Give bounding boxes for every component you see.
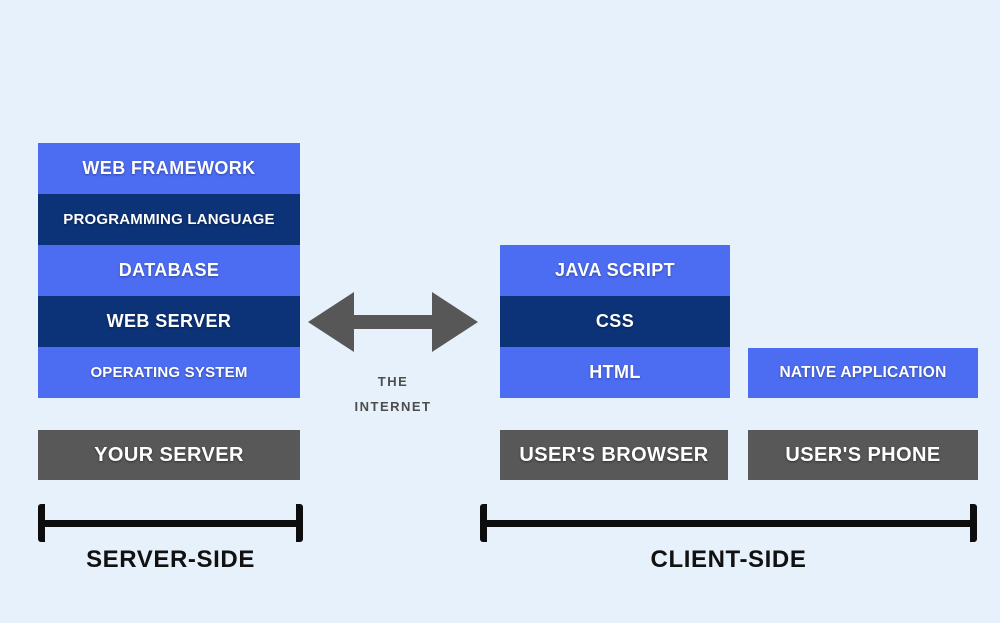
stack-band-css: CSS xyxy=(500,296,730,347)
client-stack: JAVA SCRIPT CSS HTML xyxy=(500,245,730,398)
stack-band-label: WEB SERVER xyxy=(106,311,232,331)
stack-band-label: WEB FRAMEWORK xyxy=(82,158,256,178)
server-side-label: SERVER-SIDE xyxy=(86,546,255,573)
your-server-label: YOUR SERVER xyxy=(94,443,244,466)
users-phone-box: USER'S PHONE xyxy=(748,430,978,480)
stack-band-html: HTML xyxy=(500,347,730,398)
users-phone-label: USER'S PHONE xyxy=(785,443,941,466)
your-server-box: YOUR SERVER xyxy=(38,430,300,480)
stack-band-programming-language: PROGRAMMING LANGUAGE xyxy=(38,194,300,245)
internet-label: THE INTERNET xyxy=(308,369,478,419)
stack-band-web-server: WEB SERVER xyxy=(38,296,300,347)
stack-band-label: JAVA SCRIPT xyxy=(554,260,676,280)
server-side-bracket xyxy=(38,504,303,542)
internet-arrow-group xyxy=(308,291,478,353)
double-arrow-icon xyxy=(308,292,478,352)
internet-label-line2: INTERNET xyxy=(354,399,432,414)
stack-band-label: HTML xyxy=(589,362,641,382)
native-application-box: NATIVE APPLICATION xyxy=(748,348,978,398)
stack-band-label: DATABASE xyxy=(118,260,220,280)
server-side-bracket-line xyxy=(45,519,296,527)
client-side-label: CLIENT-SIDE xyxy=(650,546,807,573)
stack-band-label: CSS xyxy=(595,311,635,331)
client-side-bracket xyxy=(480,504,977,542)
stack-band-label: PROGRAMMING LANGUAGE xyxy=(63,211,275,228)
native-application-label: NATIVE APPLICATION xyxy=(779,364,947,381)
users-browser-label: USER'S BROWSER xyxy=(519,443,709,466)
stack-band-database: DATABASE xyxy=(38,245,300,296)
stack-band-label: OPERATING SYSTEM xyxy=(90,364,248,381)
server-stack: WEB FRAMEWORK PROGRAMMING LANGUAGE DATAB… xyxy=(38,143,300,398)
users-browser-box: USER'S BROWSER xyxy=(500,430,728,480)
stack-band-operating-system: OPERATING SYSTEM xyxy=(38,347,300,398)
internet-label-line1: THE xyxy=(377,374,409,389)
stack-band-web-framework: WEB FRAMEWORK xyxy=(38,143,300,194)
client-side-bracket-line xyxy=(487,519,970,527)
stack-band-javascript: JAVA SCRIPT xyxy=(500,245,730,296)
